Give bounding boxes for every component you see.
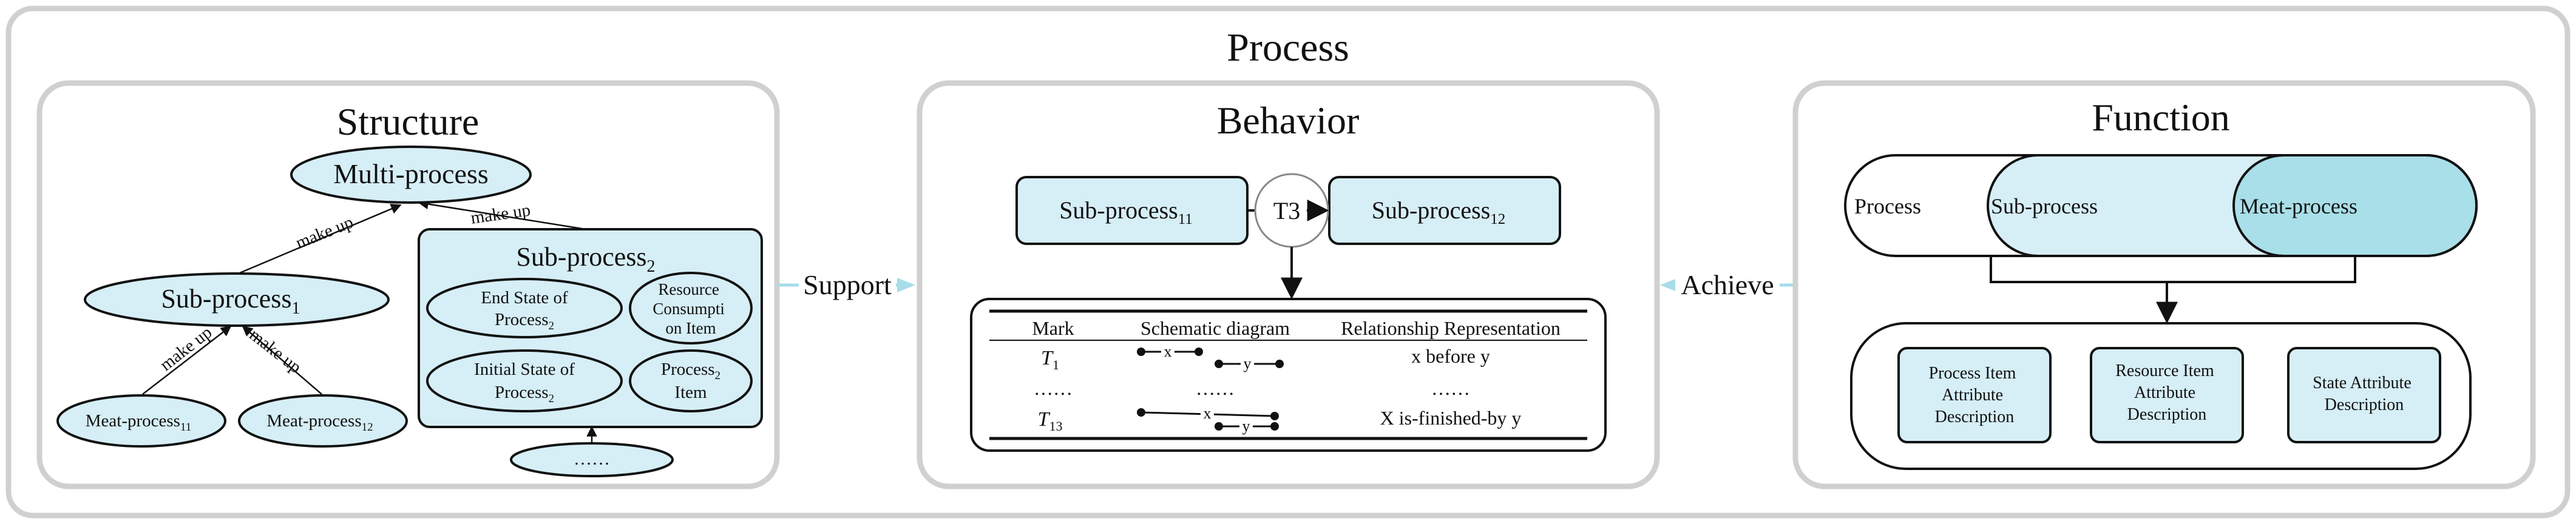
table-row3-relation: X is-finished-by y: [1380, 407, 1522, 429]
row3-y-label: y: [1242, 417, 1250, 435]
row1-x-label-bg: [1161, 343, 1174, 359]
row3-schematic: x y: [1137, 405, 1279, 435]
transition-t3-label: T3: [1273, 197, 1300, 224]
table-row2-mark: ……: [1034, 377, 1073, 399]
resource-item-attribute-label: Resource Item Attribute Description: [2115, 361, 2218, 424]
table-row3-mark: T13: [1038, 408, 1063, 434]
resource-item-node: [629, 272, 753, 344]
row1-x-end: [1195, 348, 1203, 356]
edge-sub1-to-multi: [239, 204, 402, 274]
achieve-label-bg: [1675, 267, 1780, 303]
behavior-title: Behavior: [1217, 99, 1360, 142]
meat-process-12-node: [238, 394, 408, 448]
edge-meat12-to-sub1: [242, 325, 322, 395]
capsule-join-line: [1990, 256, 2356, 283]
row3-x-start: [1137, 408, 1145, 417]
sub-process-11-label: Sub-process11: [1059, 196, 1193, 227]
edge-meat11-to-sub1: [142, 325, 232, 395]
sub-process-2-label: Sub-process2: [516, 242, 655, 276]
edge-sub2-to-multi: [418, 198, 586, 230]
sub-process-1-node: [84, 272, 390, 327]
row1-y-start: [1215, 360, 1223, 368]
table-row2-diagram: ……: [1196, 377, 1235, 399]
initial-state-node: [426, 349, 623, 412]
function-panel: Function Process Sub-process Meat-proces…: [1792, 80, 2536, 489]
more-subprocesses-label: ……: [574, 449, 610, 469]
sub-process-12-node: [1328, 176, 1561, 245]
process-capsule-label: Process: [1854, 194, 1921, 218]
end-state-label: End State of: [481, 288, 568, 307]
table-header-mark: Mark: [1032, 317, 1074, 339]
table-row1-relation: x before y: [1411, 345, 1490, 367]
relation-table-frame: [970, 298, 1607, 452]
multi-process-node: [290, 146, 532, 204]
meat-process-12-label: Meat-process12: [266, 411, 373, 434]
resource-item-attribute-box: [2090, 347, 2244, 443]
meat-process-11-label: Meat-process11: [86, 411, 192, 434]
row3-x-label-bg: [1201, 406, 1214, 421]
row1-x-label: x: [1164, 343, 1172, 360]
achieve-label: Achieve: [1681, 269, 1774, 300]
support-label: Support: [803, 269, 892, 300]
function-title: Function: [2092, 96, 2230, 139]
table-row2-relation: ……: [1431, 377, 1470, 399]
state-attribute-label: State Attribute Description: [2313, 374, 2416, 414]
row3-y-label-bg: [1239, 418, 1253, 434]
behavior-panel: Behavior Sub-process11 Sub-process12 T3 …: [917, 80, 1660, 489]
row3-y-end: [1270, 422, 1279, 431]
diagram-title: Process: [1227, 25, 1349, 70]
row1-y-end: [1275, 360, 1284, 368]
more-subprocesses-node: [510, 442, 674, 477]
structure-panel: Structure make up make up make up make u…: [36, 80, 780, 489]
process-item-attribute-label: Process Item Attribute Description: [1929, 364, 2021, 426]
sub-process-1-label: Sub-process1: [161, 284, 300, 318]
support-label-bg: [799, 267, 896, 303]
row3-x-label: x: [1204, 405, 1212, 422]
row3-x-end: [1270, 412, 1279, 420]
multi-process-label: Multi-process: [333, 158, 489, 189]
table-header-diagram: Schematic diagram: [1141, 317, 1290, 339]
row1-y-label-bg: [1241, 355, 1254, 371]
process2-item-label: Process2: [661, 360, 720, 382]
end-state-node: [426, 278, 623, 338]
initial-state-label-line2: Process2: [495, 383, 554, 405]
table-row1-mark: T1: [1041, 347, 1059, 372]
initial-state-label: Initial State of: [474, 360, 575, 379]
sub-process-capsule-label: Sub-process: [1991, 194, 2098, 218]
support-arrow-head: [897, 278, 915, 292]
process-item-attribute-box: [1897, 347, 2052, 443]
end-state-label-line2: Process2: [495, 310, 554, 332]
process2-item-node: [629, 349, 753, 412]
meat-process-capsule-label: Meat-process: [2240, 194, 2357, 218]
meat-process-11-node: [56, 394, 226, 448]
row1-y-label: y: [1244, 355, 1252, 372]
achieve-connector: Achieve: [1660, 267, 1794, 303]
support-connector: Support: [778, 267, 915, 303]
sub-process-12-label: Sub-process12: [1372, 196, 1506, 227]
row1-schematic: x y: [1137, 343, 1284, 372]
table-header-relation: Relationship Representation: [1341, 317, 1561, 339]
row1-x-start: [1137, 348, 1145, 356]
process2-item-label-line2: Item: [674, 383, 707, 402]
structure-title: Structure: [337, 100, 480, 143]
row3-y-start: [1215, 422, 1223, 431]
achieve-arrow-head: [1660, 278, 1678, 292]
state-attribute-box: [2287, 347, 2441, 443]
resource-item-label: Resource Consumpti on Item: [652, 280, 728, 337]
